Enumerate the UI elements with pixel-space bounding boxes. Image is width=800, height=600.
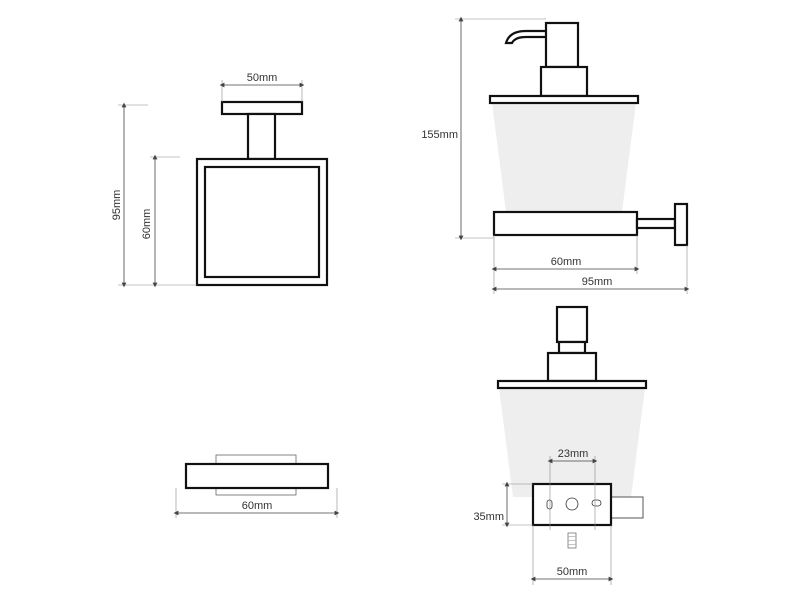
rear-plate-width-label: 50mm: [557, 566, 588, 578]
front-spout: [504, 29, 546, 45]
plan-width-label: 60mm: [242, 500, 273, 512]
side-top-width-label: 50mm: [247, 72, 278, 84]
rear-center-hole: [565, 497, 579, 511]
front-holder-tray: [492, 210, 639, 237]
front-arm: [635, 217, 677, 230]
front-glass: [492, 103, 636, 212]
screw-icon: [567, 532, 577, 549]
side-container-inner: [203, 165, 321, 279]
side-container-height-label: 60mm: [141, 209, 153, 240]
rear-pump-collar: [546, 351, 598, 383]
plan-view: 60mm: [173, 454, 340, 518]
rear-screw-hole-right: [591, 499, 602, 507]
front-pump-head: [544, 21, 580, 69]
side-view: 50mm 95mm 60mm: [111, 72, 329, 288]
plan-holder-tray: [184, 462, 330, 490]
rear-bracket-width-label: 23mm: [558, 448, 589, 460]
rear-pump-head: [555, 305, 589, 344]
rear-tray-side: [609, 496, 644, 519]
side-stem: [246, 112, 277, 161]
front-lid: [488, 94, 640, 105]
rear-glass: [499, 388, 645, 497]
front-view: 155mm 60mm 95mm: [421, 16, 690, 294]
rear-view: 23mm 35mm 50mm: [473, 305, 648, 585]
front-wall-plate: [673, 202, 689, 247]
side-top-plate: [220, 100, 304, 116]
front-height-label: 155mm: [421, 129, 458, 141]
rear-screw-hole-left: [546, 499, 553, 510]
front-pump-collar: [539, 65, 589, 98]
rear-pump-neck: [557, 340, 587, 355]
rear-bracket-height-label: 35mm: [473, 511, 504, 523]
front-depth-label: 95mm: [582, 276, 613, 288]
front-container-width-label: 60mm: [551, 256, 582, 268]
rear-lid: [496, 379, 648, 390]
side-total-height-label: 95mm: [111, 190, 123, 221]
